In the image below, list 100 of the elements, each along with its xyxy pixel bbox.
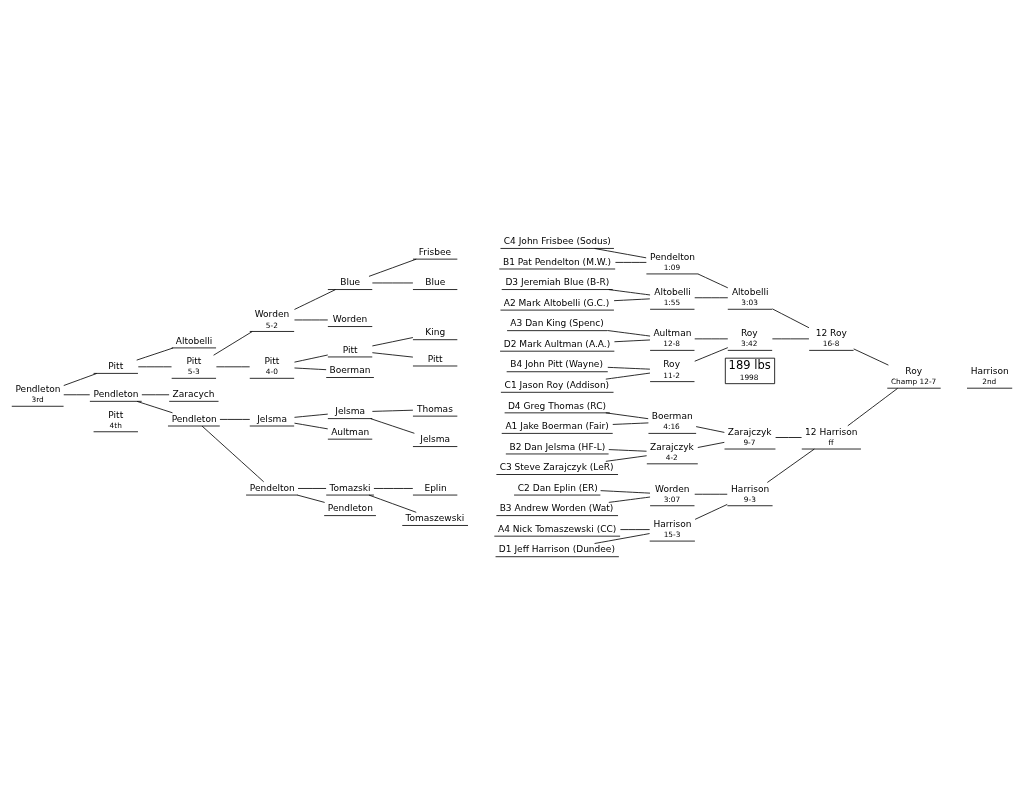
connector	[368, 494, 417, 513]
connector	[201, 425, 265, 482]
connector	[294, 422, 329, 429]
node-text: C3 Steve Zarajczyk (LeR)	[499, 461, 614, 472]
node-text: C2 Dan Eplin (ER)	[517, 482, 598, 493]
connector	[620, 528, 651, 530]
node-text: Roy Champ 12-7	[890, 365, 937, 386]
connector	[694, 503, 728, 520]
node-text: Frisbee	[418, 246, 452, 257]
node-text: Pitt	[108, 360, 124, 371]
connector	[294, 413, 329, 418]
connector	[296, 494, 326, 503]
connector	[136, 400, 173, 413]
node-text: Tomaszewski	[405, 512, 465, 523]
node-text: Altobelli	[175, 335, 213, 346]
node-text: Harrison 2nd	[970, 365, 1009, 386]
connector	[370, 417, 415, 434]
connector	[853, 348, 889, 366]
connector	[695, 425, 725, 433]
node-text: Zaracych	[172, 388, 215, 399]
connector	[697, 441, 725, 448]
node-text: Altobelli 1:55	[654, 286, 691, 307]
node-text: Pitt	[342, 344, 358, 355]
connector	[615, 261, 647, 263]
node-text: Harrison 15-3	[653, 518, 692, 539]
node-text: Pitt 5-3	[186, 355, 202, 376]
node-text: Worden	[332, 313, 368, 324]
node-text: D4 Greg Thomas (RC)	[507, 400, 606, 411]
node-text: B1 Pat Pendelton (M.W.)	[502, 256, 612, 267]
node-text: Blue	[340, 276, 361, 287]
connector	[605, 454, 648, 462]
connector	[213, 330, 253, 356]
connector	[608, 448, 647, 452]
connector	[371, 336, 414, 346]
connector	[766, 448, 815, 483]
node-text: Pendleton	[93, 388, 139, 399]
node-text: C4 John Frisbee (Sodus)	[503, 235, 611, 246]
node-text: B2 Dan Jelsma (HF-L)	[509, 441, 606, 452]
node-text: D3 Jeremiah Blue (B-R)	[505, 276, 610, 287]
connector	[605, 411, 649, 419]
node-text: 12 Roy 16-8	[815, 327, 847, 348]
node-text: Aultman 12-8	[653, 327, 692, 348]
node-text: Pitt 4th	[108, 409, 124, 430]
connector	[371, 409, 414, 412]
connector	[373, 487, 414, 489]
node-text: Altobelli 3:03	[731, 286, 769, 307]
node-text: A2 Mark Altobelli (G.C.)	[503, 297, 610, 308]
node-text: Zarajczyk 9-7	[727, 426, 772, 447]
connector	[607, 366, 651, 370]
node-text: Pendleton	[327, 502, 373, 513]
connector	[294, 354, 329, 363]
node-text: Worden 3:07	[655, 483, 690, 504]
connector	[136, 347, 174, 361]
connector	[614, 339, 651, 342]
node-text: Jelsma	[257, 413, 287, 424]
connector	[608, 496, 651, 503]
node-text: B3 Andrew Worden (Wat)	[499, 502, 614, 513]
node-text: Pitt	[427, 353, 443, 364]
node-text: Pendelton 1:09	[650, 251, 696, 272]
node-box: 189 lbs 1998	[724, 357, 776, 384]
node-text: A1 Jake Boerman (Fair)	[505, 420, 609, 431]
node-text: Roy 3:42	[740, 327, 758, 348]
connector	[608, 288, 651, 295]
node-text: Thomas	[417, 403, 453, 414]
node-text: Boerman 4:16	[651, 410, 693, 431]
connector	[847, 387, 898, 426]
node-text: Pendleton 3rd	[15, 383, 61, 404]
node-text: Roy 11-2	[663, 358, 681, 380]
connector	[605, 372, 651, 380]
connector	[697, 273, 729, 288]
node-text: A4 Nick Tomaszewski (CC)	[498, 523, 617, 534]
node-text: Worden 5-2	[254, 308, 290, 330]
node-text: Zarajczyk 4-2	[650, 441, 694, 462]
node-text: Pendleton	[171, 413, 217, 424]
connector	[607, 329, 651, 336]
node-text: Aultman	[331, 426, 370, 437]
connector	[594, 532, 650, 544]
node-text: D1 Jeff Harrison (Dundee)	[498, 543, 615, 554]
connector	[368, 258, 417, 277]
node-text: B4 John Pitt (Wayne)	[510, 358, 603, 369]
node-text: Jelsma	[335, 405, 366, 416]
node-text: King	[425, 326, 446, 337]
node-text: D2 Mark Aultman (A.A.)	[503, 338, 611, 349]
connector	[371, 351, 414, 357]
connector	[613, 297, 651, 301]
connector	[694, 346, 729, 362]
connector	[600, 489, 651, 494]
node-text: Harrison 9-3	[731, 483, 770, 504]
connector	[294, 367, 327, 370]
node-text: Tomazski	[329, 482, 371, 493]
node-text: Jelsma	[420, 433, 451, 444]
node-text: Pendelton	[249, 482, 295, 493]
node-text: Eplin	[424, 482, 447, 493]
node-text: Boerman	[329, 364, 371, 375]
connector	[297, 487, 327, 489]
node-text: Pitt 4-0	[264, 355, 280, 376]
connector	[594, 247, 647, 258]
node-text: C1 Jason Roy (Addison)	[504, 379, 610, 390]
connector	[219, 418, 251, 420]
connector	[772, 307, 810, 328]
